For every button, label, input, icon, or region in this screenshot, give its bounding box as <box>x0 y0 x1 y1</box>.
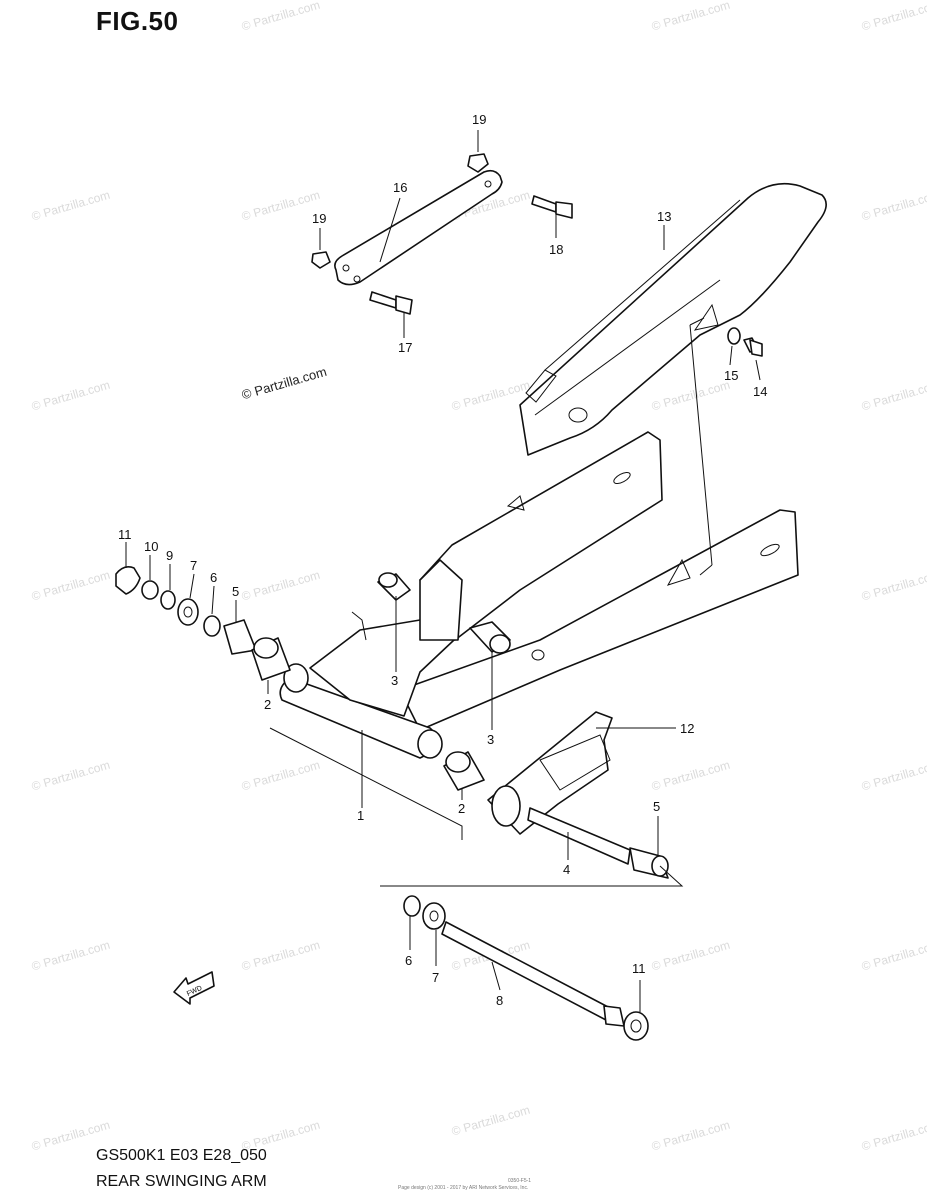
model-code: GS500K1 E03 E28_050 <box>96 1147 267 1164</box>
pivot-bolt-8[interactable] <box>441 921 625 1027</box>
callout-8: 8 <box>496 993 503 1008</box>
torque-link[interactable] <box>334 169 503 286</box>
figure-caption: REAR SWINGING ARM <box>96 1173 267 1190</box>
callout-11b: 11 <box>632 961 646 976</box>
nut-19-lower[interactable] <box>311 251 331 269</box>
bearing-2-right[interactable] <box>443 751 485 791</box>
footer-code: 0350-F5-1 <box>508 1178 532 1184</box>
chain-case[interactable] <box>519 182 827 456</box>
bushing-3-lower[interactable] <box>469 621 511 654</box>
callout-7a: 7 <box>190 558 197 573</box>
swing-arm[interactable] <box>279 431 799 759</box>
footer-credit: Page design (c) 2001 - 2017 by ARI Netwo… <box>398 1185 529 1191</box>
nut-11-left[interactable] <box>115 566 141 595</box>
callout-15: 15 <box>724 368 738 383</box>
washer-6-lower[interactable] <box>403 895 421 917</box>
callout-19b: 19 <box>312 211 326 226</box>
washer-6-left[interactable] <box>203 615 221 637</box>
callout-10: 10 <box>144 539 158 554</box>
forward-arrow-icon: FWD <box>173 971 215 1005</box>
callout-3b: 3 <box>487 732 494 747</box>
collar-5-right[interactable] <box>629 847 669 879</box>
callout-9: 9 <box>166 548 173 563</box>
figure-title: FIG.50 <box>96 6 179 36</box>
callout-16: 16 <box>393 180 407 195</box>
washer-15[interactable] <box>727 327 741 345</box>
collar-5-left[interactable] <box>223 619 257 655</box>
bolt-18[interactable] <box>531 195 573 219</box>
callout-5a: 5 <box>232 584 239 599</box>
callout-1: 1 <box>357 808 364 823</box>
bearing-2-left[interactable] <box>251 637 291 681</box>
washer-9[interactable] <box>160 590 176 610</box>
callout-14: 14 <box>753 384 767 399</box>
callout-12: 12 <box>680 721 694 736</box>
callout-13: 13 <box>657 209 671 224</box>
spacer-7-lower[interactable] <box>422 902 446 930</box>
callouts: 19 19 16 18 17 13 15 14 11 10 9 7 6 5 2 … <box>118 112 767 1008</box>
callout-11a: 11 <box>118 527 132 542</box>
callout-4: 4 <box>563 862 570 877</box>
callout-3a: 3 <box>391 673 398 688</box>
bolt-17[interactable] <box>369 291 413 315</box>
leader-lines <box>125 130 761 1012</box>
callout-2b: 2 <box>458 801 465 816</box>
spacer-7-left[interactable] <box>177 598 199 626</box>
nut-19-upper[interactable] <box>467 153 489 173</box>
callout-6b: 6 <box>405 953 412 968</box>
callout-6a: 6 <box>210 570 217 585</box>
callout-19a: 19 <box>472 112 486 127</box>
callout-18: 18 <box>549 242 563 257</box>
bushing-3-upper[interactable] <box>377 572 411 601</box>
bolt-14[interactable] <box>743 337 763 357</box>
callout-2a: 2 <box>264 697 271 712</box>
callout-7b: 7 <box>432 970 439 985</box>
callout-5b: 5 <box>653 799 660 814</box>
callout-17: 17 <box>398 340 412 355</box>
pivot-shaft-4[interactable] <box>527 807 631 865</box>
washer-10[interactable] <box>141 580 159 600</box>
chain-buffer[interactable] <box>487 711 613 835</box>
nut-11-lower[interactable] <box>623 1011 649 1041</box>
